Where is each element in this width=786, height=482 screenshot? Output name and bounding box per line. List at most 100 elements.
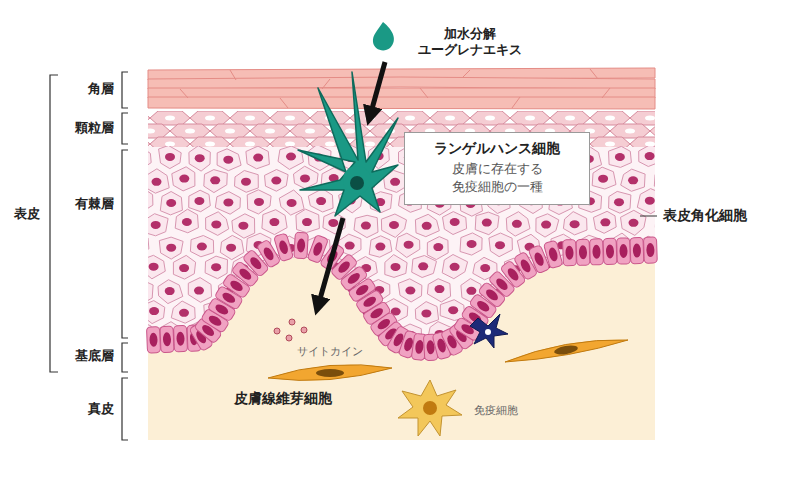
spinous-cell bbox=[277, 321, 299, 347]
basal-nucleus bbox=[646, 243, 654, 257]
spinous-nucleus bbox=[467, 240, 477, 248]
layer-label: 真皮 bbox=[56, 401, 114, 417]
spinous-nucleus bbox=[571, 309, 581, 317]
spinous-nucleus bbox=[450, 263, 460, 271]
spinous-cell bbox=[475, 212, 499, 235]
spinous-nucleus bbox=[223, 156, 233, 164]
cell-label: 表皮角化細胞 bbox=[663, 207, 747, 225]
stratum-corneum bbox=[148, 68, 655, 109]
spinous-cell bbox=[144, 214, 168, 236]
spinous-cell bbox=[385, 255, 407, 278]
spinous-cell bbox=[440, 300, 465, 321]
spinous-nucleus bbox=[134, 329, 144, 337]
leader-line bbox=[640, 216, 657, 217]
spinous-cell bbox=[204, 170, 228, 193]
spinous-cell bbox=[506, 212, 530, 236]
spinous-cell bbox=[519, 321, 542, 346]
basal-layer bbox=[147, 232, 658, 361]
granular-nucleus bbox=[225, 129, 235, 134]
spinous-cell bbox=[220, 235, 244, 259]
basal-cell-body bbox=[160, 326, 174, 352]
basal-nucleus bbox=[278, 239, 290, 255]
spinous-cell bbox=[460, 233, 482, 255]
spinous-nucleus bbox=[587, 286, 597, 294]
spinous-nucleus bbox=[299, 264, 309, 272]
spinous-cell bbox=[308, 189, 333, 212]
spinous-cell bbox=[130, 279, 153, 305]
granular-nucleus bbox=[645, 116, 655, 121]
corneum-plate bbox=[148, 77, 655, 89]
spinous-cell bbox=[143, 255, 166, 278]
spinous-nucleus bbox=[418, 262, 428, 270]
granular-cell bbox=[510, 111, 550, 125]
spinous-nucleus bbox=[645, 330, 655, 338]
corneum-plate bbox=[148, 97, 655, 109]
spinous-nucleus bbox=[149, 307, 159, 315]
spinous-cell bbox=[262, 210, 287, 235]
basal-nucleus bbox=[297, 238, 306, 252]
spinous-nucleus bbox=[254, 198, 264, 206]
ingredient-label: 加水分解 ユーグレナエキス bbox=[410, 26, 530, 59]
basal-cell-body bbox=[174, 325, 188, 351]
spinous-nucleus bbox=[151, 221, 161, 229]
spinous-nucleus bbox=[332, 309, 342, 317]
granular-cell bbox=[270, 137, 310, 147]
spinous-nucleus bbox=[256, 287, 266, 295]
corneum-seams bbox=[180, 69, 610, 108]
basal-nucleus bbox=[606, 244, 614, 258]
spinous-cell bbox=[547, 281, 571, 304]
spinous-nucleus bbox=[287, 199, 297, 207]
spinous-nucleus bbox=[525, 287, 535, 295]
basal-cell bbox=[617, 238, 631, 264]
spinous-cell bbox=[415, 214, 439, 236]
granular-nucleus bbox=[165, 116, 175, 121]
spinous-nucleus bbox=[345, 242, 355, 250]
basal-nucleus bbox=[533, 251, 546, 267]
spinous-cell bbox=[247, 190, 271, 214]
spinous-nucleus bbox=[616, 285, 626, 293]
spinous-cell bbox=[217, 149, 241, 171]
box-body: 皮膚に存在する 免疫細胞の一種 bbox=[445, 160, 549, 196]
spinous-cell bbox=[621, 210, 647, 235]
cell-label: 免疫細胞 bbox=[474, 404, 518, 418]
spinous-nucleus bbox=[570, 220, 580, 228]
basal-cell-body bbox=[294, 232, 308, 259]
spinous-cell bbox=[427, 279, 450, 302]
spinous-nucleus bbox=[182, 218, 192, 226]
spinous-cell bbox=[581, 279, 603, 300]
spinous-nucleus bbox=[286, 153, 296, 161]
granular-nucleus bbox=[325, 142, 335, 147]
granular-nucleus bbox=[365, 142, 375, 147]
spinous-cell bbox=[427, 237, 448, 260]
spinous-nucleus bbox=[137, 196, 147, 204]
spinous-nucleus bbox=[211, 353, 221, 361]
spinous-cell bbox=[203, 346, 227, 369]
spinous-cell bbox=[158, 280, 183, 304]
spinous-cell bbox=[159, 237, 183, 259]
basal-cell-body bbox=[543, 240, 563, 269]
granular-nucleus bbox=[245, 116, 255, 121]
spinous-cell bbox=[593, 211, 616, 233]
spinous-nucleus bbox=[466, 287, 476, 295]
granular-cell bbox=[290, 124, 330, 138]
basal-cell bbox=[603, 238, 617, 264]
dendritic-nucleus bbox=[485, 329, 491, 335]
spinous-nucleus bbox=[601, 309, 611, 317]
spinous-cell bbox=[188, 278, 211, 303]
spinous-nucleus bbox=[166, 244, 176, 252]
basal-cell-body bbox=[630, 237, 644, 263]
spinous-cell bbox=[551, 320, 573, 343]
spinous-nucleus bbox=[598, 175, 608, 183]
basal-cell-body bbox=[590, 239, 604, 265]
spinous-cell bbox=[294, 166, 319, 189]
spinous-nucleus bbox=[224, 330, 234, 338]
layer-label: 基底層 bbox=[56, 348, 114, 364]
basal-nucleus bbox=[163, 332, 172, 346]
langerhans-body bbox=[343, 166, 371, 194]
spinous-cell bbox=[160, 192, 182, 215]
spinous-nucleus bbox=[253, 154, 263, 162]
layer-bracket bbox=[122, 343, 128, 372]
granular-nucleus bbox=[285, 116, 295, 121]
spinous-nucleus bbox=[658, 264, 668, 272]
